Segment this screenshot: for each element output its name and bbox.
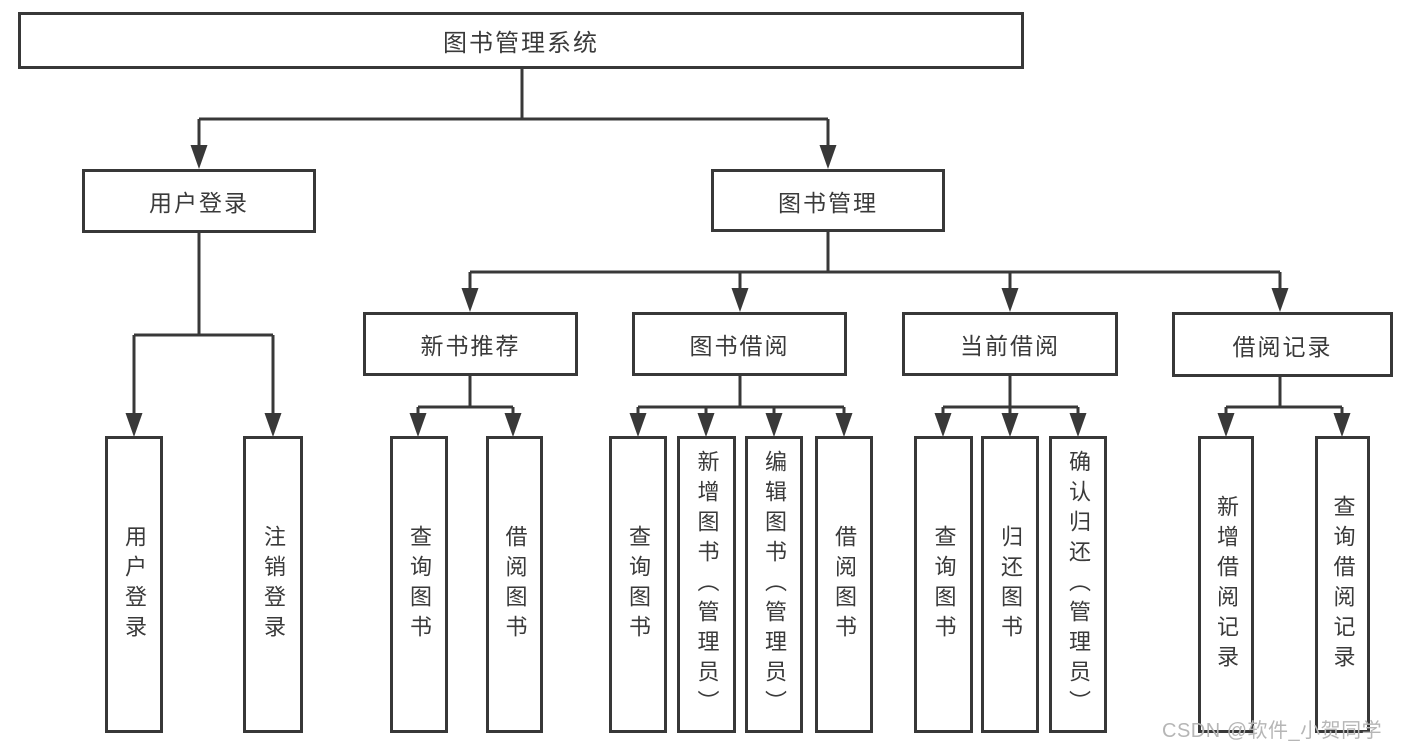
arrow-down-icon [1001, 288, 1019, 312]
node-label: 查询图书 [407, 524, 432, 645]
node-label: 新增借阅记录 [1214, 494, 1239, 675]
arrow-down-icon [409, 413, 427, 437]
arrow-down-icon [125, 413, 143, 437]
arrow-down-icon [765, 413, 783, 437]
arrow-down-icon [264, 413, 282, 437]
node-query-book-current: 查询图书 [914, 436, 973, 733]
arrow-down-icon [629, 413, 647, 437]
arrow-down-icon [1001, 413, 1019, 437]
arrow-down-icon [819, 145, 837, 169]
node-return-book: 归还图书 [981, 436, 1039, 733]
arrow-down-icon [731, 288, 749, 312]
borrow-record-branch-line [1224, 376, 1344, 418]
arrow-down-icon [1271, 288, 1289, 312]
node-logout-leaf: 注销登录 [243, 436, 303, 733]
node-label: 借阅图书 [832, 524, 857, 645]
arrow-down-icon [1217, 413, 1235, 437]
user-login-branch-line [132, 233, 275, 418]
arrow-down-icon [697, 413, 715, 437]
arrowheads [125, 145, 1351, 437]
book-borrow-branch-line [636, 376, 846, 418]
node-label: 编辑图书（管理员） [762, 449, 787, 720]
node-add-book-admin: 新增图书（管理员） [677, 436, 736, 733]
node-label: 借阅图书 [502, 524, 528, 645]
node-book-management: 图书管理 [711, 169, 945, 232]
node-new-book-recommend: 新书推荐 [363, 312, 578, 376]
arrow-down-icon [461, 288, 479, 312]
arrow-down-icon [504, 413, 522, 437]
node-edit-book-admin: 编辑图书（管理员） [745, 436, 803, 733]
csdn-watermark: CSDN @软件_小贺同学 [1162, 720, 1383, 742]
new-book-branch-line [416, 376, 515, 418]
node-label: 查询图书 [626, 524, 651, 645]
node-query-borrow-record: 查询借阅记录 [1315, 436, 1370, 733]
node-user-login-leaf: 用户登录 [105, 436, 163, 733]
node-borrow-book-borrow: 借阅图书 [815, 436, 873, 733]
arrow-down-icon [1333, 413, 1351, 437]
node-label: 归还图书 [998, 524, 1023, 645]
node-borrow-book-recommend: 借阅图书 [486, 436, 543, 733]
node-root-system: 图书管理系统 [18, 12, 1024, 69]
node-user-login: 用户登录 [82, 169, 316, 233]
node-label: 用户登录 [122, 524, 147, 645]
arrow-down-icon [934, 413, 952, 437]
arrow-down-icon [1069, 413, 1087, 437]
node-query-book-recommend: 查询图书 [390, 436, 448, 733]
node-borrow-record: 借阅记录 [1172, 312, 1393, 377]
node-label: 查询借阅记录 [1330, 494, 1356, 675]
node-book-borrow: 图书借阅 [632, 312, 847, 376]
arrow-down-icon [835, 413, 853, 437]
node-label: 新增图书（管理员） [694, 449, 720, 720]
node-current-borrow: 当前借阅 [902, 312, 1118, 376]
book-management-branch-line [468, 232, 1282, 293]
node-add-borrow-record: 新增借阅记录 [1198, 436, 1254, 733]
node-label: 查询图书 [931, 524, 957, 645]
node-query-book-borrow: 查询图书 [609, 436, 667, 733]
current-borrow-branch-line [941, 376, 1080, 418]
node-label: 确认归还（管理员） [1066, 449, 1091, 720]
node-confirm-return-admin: 确认归还（管理员） [1049, 436, 1107, 733]
root-branch-line [197, 69, 830, 150]
node-label: 注销登录 [261, 524, 286, 645]
arrow-down-icon [190, 145, 208, 169]
